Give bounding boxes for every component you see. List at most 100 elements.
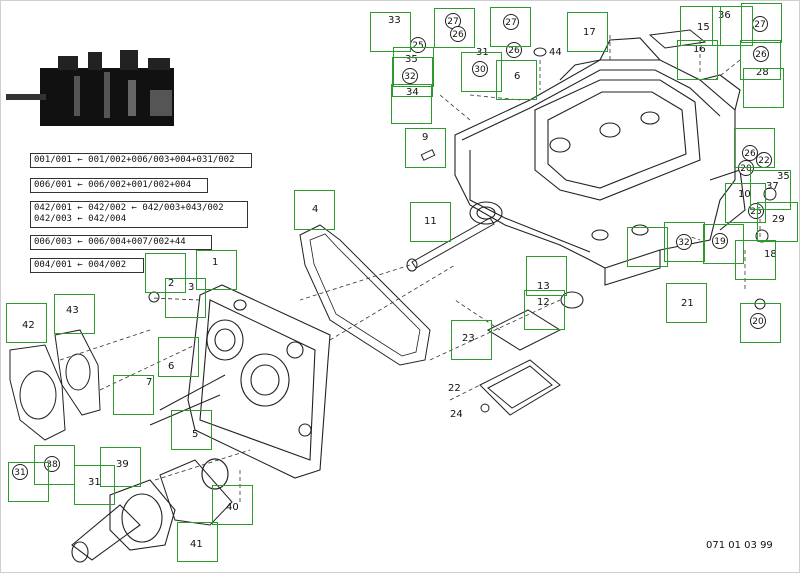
callout-17[interactable] bbox=[567, 12, 608, 52]
circled-label-30: 30 bbox=[472, 61, 488, 77]
part-label-29: 29 bbox=[772, 214, 785, 225]
drawing-code: 071 01 03 99 bbox=[706, 540, 773, 551]
part-label-34: 34 bbox=[406, 87, 419, 98]
callout-27c[interactable] bbox=[741, 3, 782, 43]
part-label-33: 33 bbox=[388, 15, 401, 26]
callout-32b[interactable] bbox=[664, 222, 705, 262]
callout-4[interactable] bbox=[294, 190, 335, 230]
reference-row-1: 001/001 ← 001/002+006/003+004+031/002 bbox=[30, 153, 252, 168]
shaft-seal bbox=[560, 291, 584, 309]
callout-33[interactable] bbox=[370, 12, 411, 52]
callout-20[interactable] bbox=[740, 303, 781, 343]
callout-37[interactable] bbox=[750, 170, 791, 210]
callout-15[interactable] bbox=[680, 6, 721, 46]
part-label-4: 4 bbox=[312, 204, 319, 215]
part-label-24: 24 bbox=[450, 409, 463, 420]
circled-label-26c: 26 bbox=[753, 46, 769, 62]
reference-row-3-line-1: 042/001 ← 042/002 ← 042/003+043/002 bbox=[34, 203, 224, 213]
callout-34[interactable] bbox=[391, 84, 432, 124]
callout-36[interactable] bbox=[712, 6, 753, 46]
part-label-41: 41 bbox=[190, 539, 203, 550]
callout-1[interactable] bbox=[196, 250, 237, 290]
part-label-44: 44 bbox=[549, 47, 562, 58]
callout-10[interactable] bbox=[725, 183, 766, 223]
callout-30[interactable] bbox=[461, 52, 502, 92]
part-label-40: 40 bbox=[226, 502, 239, 513]
part-label-43: 43 bbox=[66, 305, 79, 316]
circled-label-26a: 26 bbox=[450, 26, 466, 42]
lower-gasket bbox=[159, 459, 233, 526]
reference-row-3-line-2: 042/003 ← 042/004 bbox=[34, 214, 127, 224]
callout-11[interactable] bbox=[410, 202, 451, 242]
input-shaft bbox=[71, 479, 176, 563]
callout-6-top[interactable] bbox=[496, 60, 537, 100]
main-gearbox-housing bbox=[454, 37, 746, 286]
reference-row-5: 004/001 ← 004/002 bbox=[30, 258, 144, 273]
gasket-inner bbox=[309, 233, 421, 357]
part-label-39: 39 bbox=[116, 459, 129, 470]
callout-18[interactable] bbox=[735, 240, 776, 280]
part-label-11: 11 bbox=[424, 216, 437, 227]
transmission-thumbnail bbox=[6, 50, 174, 126]
part-label-22: 22 bbox=[448, 383, 461, 394]
gasket-outline bbox=[299, 224, 431, 366]
callout-42[interactable] bbox=[6, 303, 47, 343]
callout-5[interactable] bbox=[171, 410, 212, 450]
part-label-28: 28 bbox=[756, 67, 769, 78]
circled-label-32a: 32 bbox=[402, 68, 418, 84]
callout-16[interactable] bbox=[677, 40, 718, 80]
circled-label-20a: 20 bbox=[750, 313, 766, 329]
callout-32[interactable] bbox=[392, 57, 433, 97]
long-bolt bbox=[406, 217, 495, 272]
callout-31[interactable] bbox=[8, 462, 49, 502]
callout-13[interactable] bbox=[526, 256, 567, 296]
part-label-31-bottom: 31 bbox=[88, 477, 101, 488]
callout-29[interactable] bbox=[757, 202, 798, 242]
part-label-5: 5 bbox=[192, 429, 199, 440]
part-label-9: 9 bbox=[422, 132, 429, 143]
callout-22[interactable] bbox=[734, 128, 775, 168]
part-label-17: 17 bbox=[583, 27, 596, 38]
left-covers bbox=[9, 329, 101, 441]
small-hardware bbox=[148, 29, 777, 426]
callout-28[interactable] bbox=[743, 68, 784, 108]
part-label-6-top: 6 bbox=[514, 71, 521, 82]
leader-lines bbox=[59, 35, 761, 505]
seal-ring bbox=[201, 458, 229, 490]
part-label-6: 6 bbox=[168, 361, 175, 372]
callout-35[interactable] bbox=[393, 47, 434, 87]
callout-23[interactable] bbox=[451, 320, 492, 360]
part-label-12: 12 bbox=[537, 297, 550, 308]
part-label-18: 18 bbox=[764, 249, 777, 260]
callout-27b[interactable] bbox=[490, 7, 531, 47]
callout-6-front[interactable] bbox=[158, 337, 199, 377]
callout-41[interactable] bbox=[177, 522, 218, 562]
callout-27a[interactable] bbox=[434, 8, 475, 48]
callout-40[interactable] bbox=[212, 485, 253, 525]
part-label-2: 2 bbox=[168, 278, 175, 289]
callout-3[interactable] bbox=[165, 278, 206, 318]
callout-9[interactable] bbox=[405, 128, 446, 168]
callout-21[interactable] bbox=[666, 283, 707, 323]
part-label-23: 23 bbox=[462, 333, 475, 344]
part-label-13: 13 bbox=[537, 281, 550, 292]
callout-19[interactable] bbox=[703, 224, 744, 264]
callout-31b[interactable] bbox=[74, 465, 115, 505]
circled-label-31: 31 bbox=[12, 464, 28, 480]
callout-7[interactable] bbox=[113, 375, 154, 415]
circled-label-32b: 32 bbox=[676, 234, 692, 250]
part-label-7: 7 bbox=[146, 377, 153, 388]
part-label-36: 36 bbox=[718, 10, 731, 21]
reference-row-3: 042/001 ← 042/002 ← 042/003+043/002 042/… bbox=[30, 201, 248, 228]
callout-43[interactable] bbox=[54, 294, 95, 334]
part-label-35: 35 bbox=[405, 54, 418, 65]
callout-21b[interactable] bbox=[627, 227, 668, 267]
callout-12[interactable] bbox=[524, 290, 565, 330]
callout-39[interactable] bbox=[100, 447, 141, 487]
part-label-10: 10 bbox=[738, 189, 751, 200]
callout-38[interactable] bbox=[34, 445, 75, 485]
part-label-1: 1 bbox=[212, 257, 219, 268]
callout-25[interactable] bbox=[740, 40, 781, 80]
